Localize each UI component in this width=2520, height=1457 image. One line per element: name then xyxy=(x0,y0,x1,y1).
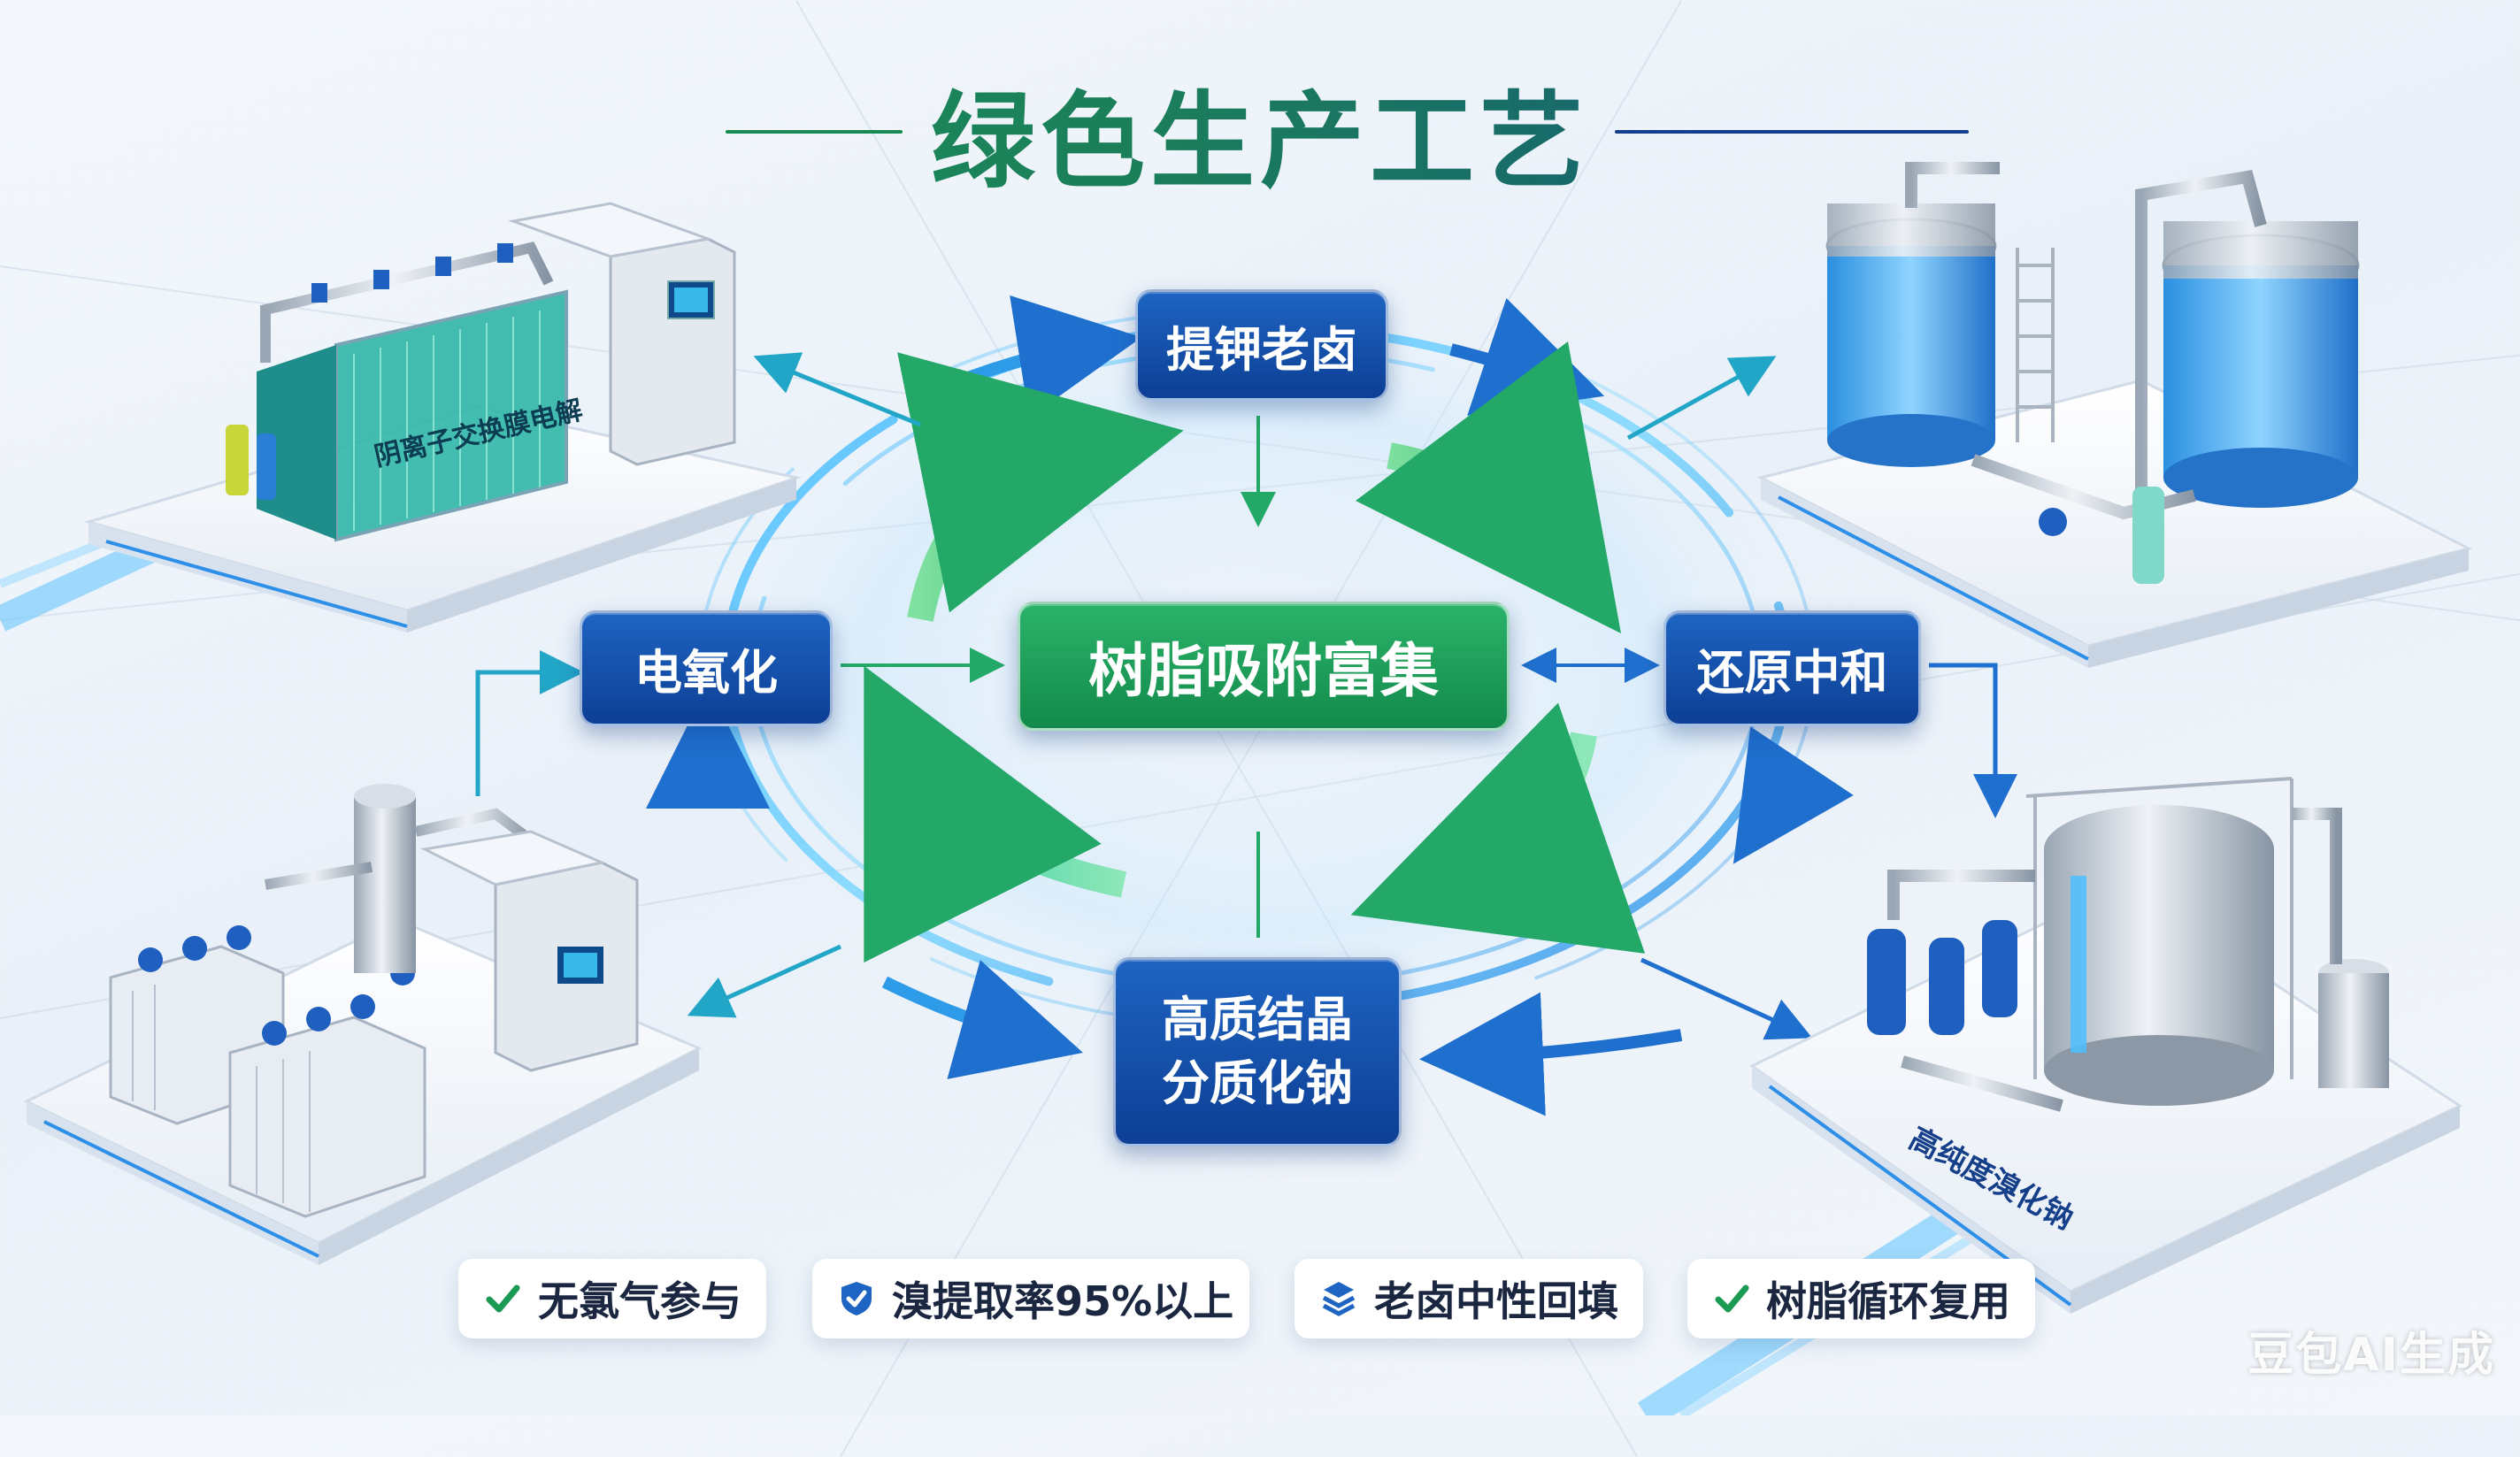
check-icon xyxy=(1712,1278,1750,1319)
node-resin-adsorption[interactable]: 树脂吸附富集 xyxy=(1018,602,1510,731)
node-crystallization-line2: 分质化钠 xyxy=(1162,1055,1353,1111)
badge-neutral-backfill-text: 老卤中性回填 xyxy=(1374,1277,1618,1325)
watermark: 豆包AI生成 xyxy=(2247,1329,2495,1382)
badge-extraction-rate: 溴提取率95%以上 xyxy=(812,1259,1249,1338)
electrolyzer-machine xyxy=(83,202,802,633)
shield-layers-icon xyxy=(1319,1278,1358,1319)
node-potash-brine-label: 提钾老卤 xyxy=(1166,321,1357,378)
badge-neutral-backfill: 老卤中性回填 xyxy=(1295,1259,1643,1338)
node-potash-brine[interactable]: 提钾老卤 xyxy=(1135,289,1388,401)
node-electro-oxidation[interactable]: 电氧化 xyxy=(580,610,833,726)
process-diagram xyxy=(0,162,2473,1415)
shield-check-icon xyxy=(837,1278,876,1319)
crystallizer-machine xyxy=(1749,777,2463,1314)
badge-no-chlorine: 无氯气参与 xyxy=(458,1259,766,1338)
node-electro-oxidation-label: 电氧化 xyxy=(634,645,778,701)
page-title: 绿色生产工艺 xyxy=(0,84,2520,199)
badge-extraction-rate-text: 溴提取率95%以上 xyxy=(892,1277,1234,1325)
badge-no-chlorine-text: 无氯气参与 xyxy=(538,1277,741,1325)
check-icon xyxy=(483,1278,522,1319)
title-rule-right xyxy=(1615,130,1969,134)
node-crystallization[interactable]: 高质结晶 分质化钠 xyxy=(1113,957,1402,1146)
badge-resin-recycle-text: 树脂循环复用 xyxy=(1766,1277,2010,1325)
node-reduction-neutralization-label: 还原中和 xyxy=(1696,645,1888,701)
title-rule-left xyxy=(726,130,903,134)
node-crystallization-line1: 高质结晶 xyxy=(1162,992,1353,1047)
electro-oxidation-machine xyxy=(23,784,703,1265)
badge-resin-recycle: 树脂循环复用 xyxy=(1687,1259,2035,1338)
storage-tanks-machine xyxy=(1756,162,2473,668)
node-reduction-neutralization[interactable]: 还原中和 xyxy=(1663,610,1921,726)
node-resin-adsorption-label: 树脂吸附富集 xyxy=(1088,637,1439,705)
